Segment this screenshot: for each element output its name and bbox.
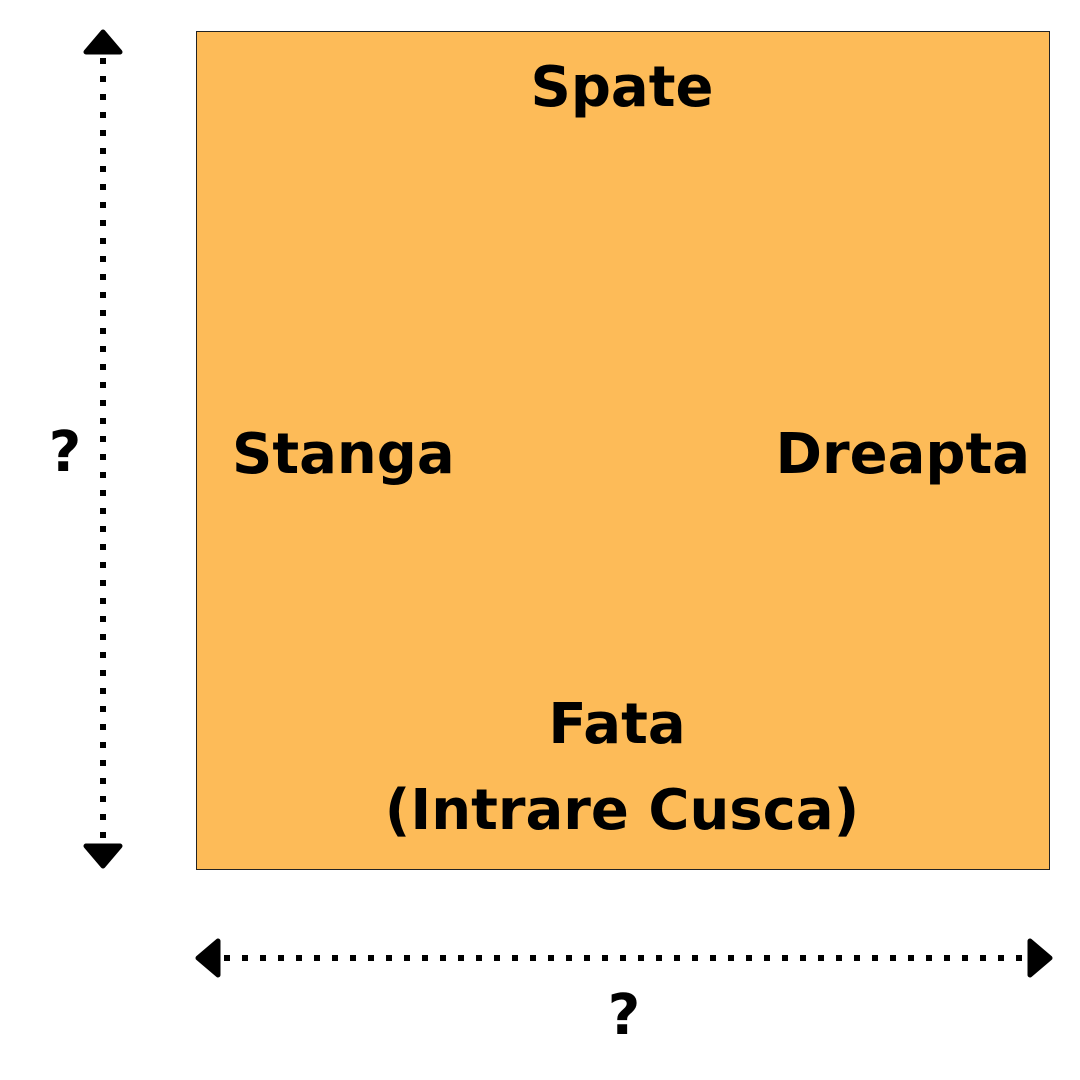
arrowhead-down-icon (83, 843, 123, 869)
label-back: Spate (530, 55, 714, 120)
width-arrow (195, 938, 1053, 978)
label-right: Dreapta (775, 422, 1030, 487)
label-front: Fata (548, 692, 686, 757)
label-front-sub: (Intrare Cusca) (384, 778, 860, 843)
width-label: ? (607, 983, 641, 1048)
arrowhead-up-icon (83, 29, 123, 55)
cage-outline (196, 31, 1050, 870)
arrowhead-left-icon (195, 938, 221, 978)
height-label: ? (48, 420, 82, 485)
arrowhead-right-icon (1027, 938, 1053, 978)
height-arrow (83, 29, 123, 869)
label-left: Stanga (232, 422, 455, 487)
